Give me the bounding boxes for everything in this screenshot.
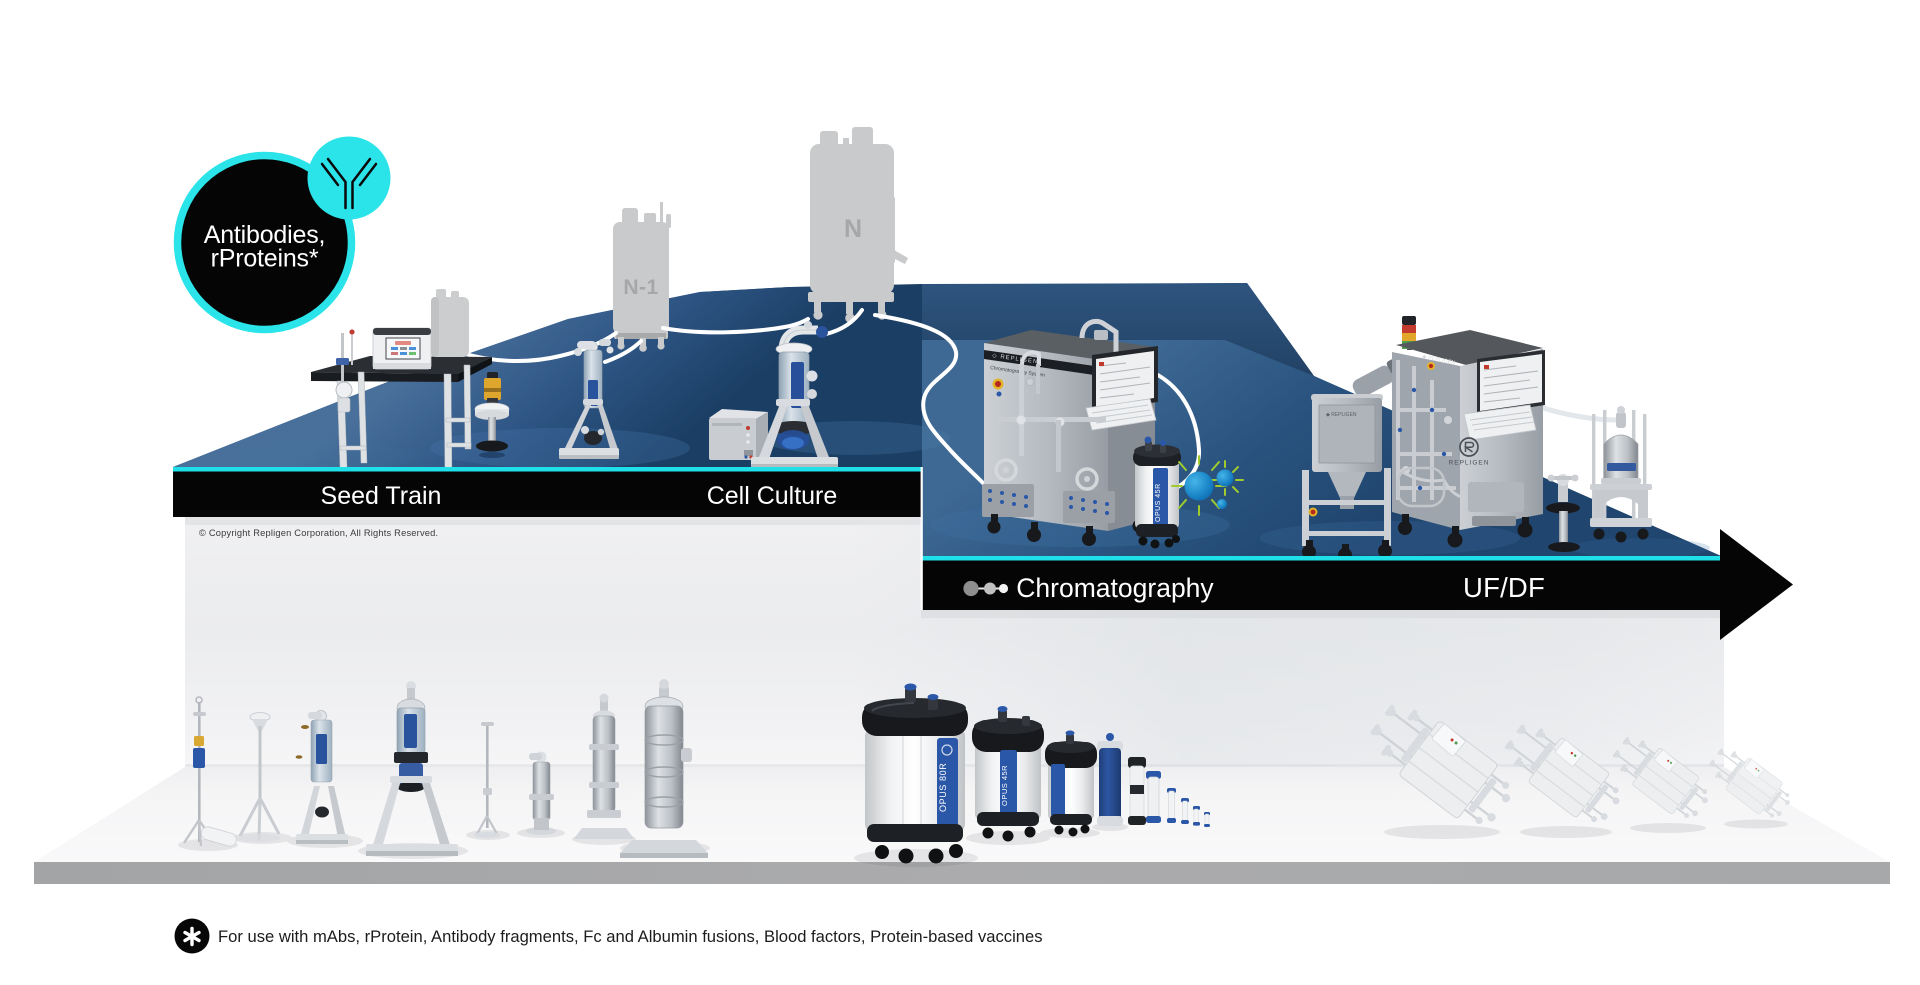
- svg-text:© Copyright Repligen Corporati: © Copyright Repligen Corporation, All Ri…: [199, 528, 438, 538]
- svg-text:N-1: N-1: [623, 276, 658, 299]
- svg-text:◆ REPLIGEN: ◆ REPLIGEN: [1326, 412, 1357, 418]
- svg-text:UF/DF: UF/DF: [1463, 572, 1545, 603]
- svg-text:OPUS 80R: OPUS 80R: [938, 763, 948, 812]
- svg-text:For use with mAbs, rProtein, A: For use with mAbs, rProtein, Antibody fr…: [218, 927, 1043, 946]
- svg-text:Cell Culture: Cell Culture: [707, 482, 838, 510]
- svg-text:Seed Train: Seed Train: [321, 482, 442, 510]
- svg-text:Chromatography: Chromatography: [1016, 573, 1214, 603]
- svg-text:N: N: [844, 215, 862, 243]
- svg-text:REPLIGEN: REPLIGEN: [1449, 460, 1490, 467]
- svg-text:rProteins*: rProteins*: [211, 245, 319, 273]
- svg-text:OPUS 45R: OPUS 45R: [1155, 483, 1162, 522]
- svg-text:OPUS 45R: OPUS 45R: [1000, 765, 1009, 806]
- svg-text:Antibodies,: Antibodies,: [204, 221, 326, 249]
